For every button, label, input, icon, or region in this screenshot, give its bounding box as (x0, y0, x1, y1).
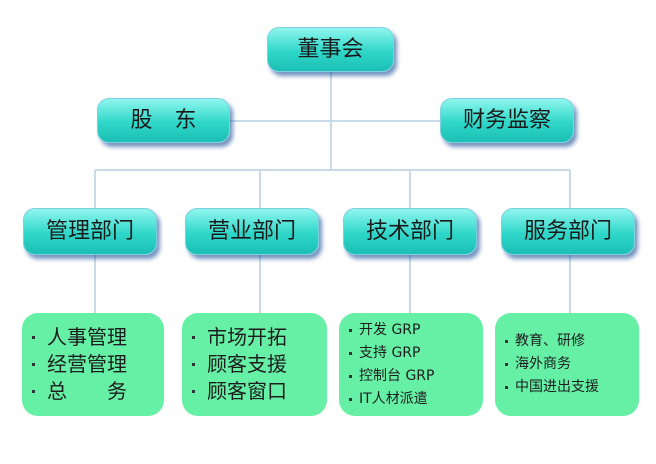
dept-sales-duties: 市场开拓 顾客支援 顾客窗口 (182, 313, 327, 416)
list-item: 顾客窗口 (192, 378, 327, 405)
board-label: 董事会 (297, 36, 364, 62)
audit-node: 财务监察 (440, 98, 574, 143)
dept-management-duties: 人事管理 经营管理 总 务 (22, 313, 164, 416)
shareholders-label: 股 东 (130, 107, 197, 133)
list-item: IT人材派遣 (349, 388, 483, 411)
bullet-icon (505, 386, 508, 389)
list-item: 中国进出支援 (505, 376, 639, 399)
list-item: 控制台 GRP (349, 365, 483, 388)
dept-tech-node: 技术部门 (343, 208, 477, 255)
bullet-icon (349, 397, 352, 401)
list-item: 经营管理 (32, 351, 164, 378)
list-item: 教育、研修 (505, 330, 639, 353)
list-item: 顾客支援 (192, 351, 327, 378)
dept-label: 管理部门 (45, 218, 134, 244)
audit-label: 财务监察 (462, 107, 551, 133)
bullet-icon (192, 390, 195, 393)
list-item: 人事管理 (32, 324, 164, 351)
bullet-icon (32, 363, 35, 366)
dept-management-node: 管理部门 (23, 208, 157, 255)
list-item: 市场开拓 (192, 324, 327, 351)
bullet-icon (505, 363, 508, 366)
bullet-icon (32, 390, 35, 393)
dept-label: 服务部门 (523, 218, 612, 244)
bullet-icon (349, 374, 352, 378)
board-node: 董事会 (267, 27, 394, 72)
dept-label: 营业部门 (207, 218, 296, 244)
dept-service-duties: 教育、研修 海外商务 中国进出支援 (495, 313, 639, 416)
bullet-icon (32, 336, 35, 339)
list-item: 支持 GRP (349, 342, 483, 365)
dept-sales-node: 营业部门 (185, 208, 319, 255)
bullet-icon (192, 363, 195, 366)
bullet-icon (349, 351, 352, 355)
list-item: 海外商务 (505, 353, 639, 376)
shareholders-node: 股 东 (97, 98, 230, 143)
dept-label: 技术部门 (365, 218, 454, 244)
list-item: 开发 GRP (349, 319, 483, 342)
dept-service-node: 服务部门 (501, 208, 635, 255)
bullet-icon (505, 340, 508, 343)
dept-tech-duties: 开发 GRP 支持 GRP 控制台 GRP IT人材派遣 (339, 313, 483, 416)
list-item: 总 务 (32, 378, 164, 405)
bullet-icon (192, 336, 195, 339)
bullet-icon (349, 328, 352, 332)
